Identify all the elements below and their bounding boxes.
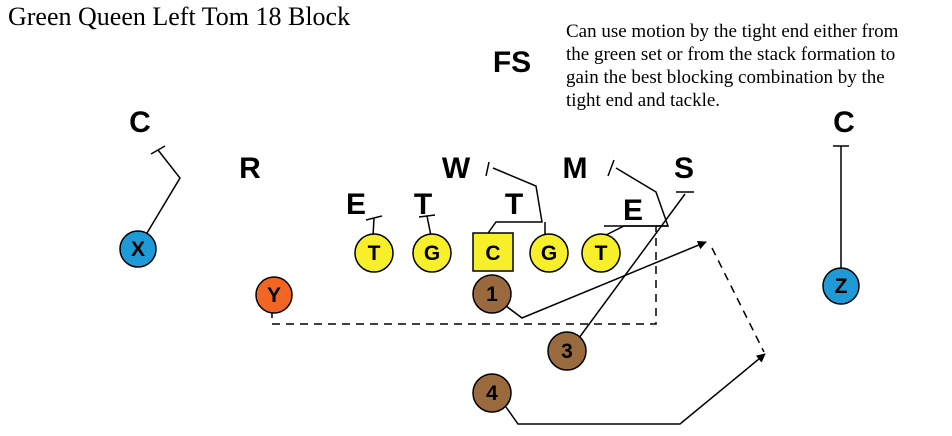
player-right-guard-label: G bbox=[541, 242, 557, 265]
player-z-label: Z bbox=[835, 275, 848, 298]
combo-block-line bbox=[485, 167, 543, 237]
coaching-note: Can use motion by the tight end either f… bbox=[566, 20, 950, 112]
player-right-tackle: T bbox=[581, 233, 621, 273]
player-right-guard: G bbox=[529, 233, 569, 273]
x-block-tee bbox=[150, 145, 166, 155]
note-line: the green set or from the stack formatio… bbox=[566, 44, 896, 65]
player-left-guard: G bbox=[412, 233, 452, 273]
y-motion-path bbox=[271, 226, 657, 325]
assignment-lines bbox=[137, 145, 849, 425]
defender-c-left: C bbox=[129, 106, 151, 139]
defender-w: W bbox=[442, 152, 471, 185]
lg-block-line bbox=[426, 215, 432, 237]
player-back-3-label: 3 bbox=[561, 340, 573, 363]
defender-t-right: T bbox=[505, 188, 523, 221]
player-x: X bbox=[119, 230, 157, 268]
defense-labels: C R FS W M S C E T T E bbox=[129, 46, 855, 227]
player-y: Y bbox=[255, 276, 293, 314]
defender-e-left: E bbox=[346, 188, 366, 221]
play-title: Green Queen Left Tom 18 Block bbox=[8, 2, 351, 31]
player-back-3: 3 bbox=[547, 331, 587, 371]
note-line: gain the best blocking combination by th… bbox=[566, 67, 885, 88]
player-left-tackle: T bbox=[354, 233, 394, 273]
lg-block-tee bbox=[418, 214, 436, 218]
dashed-route bbox=[711, 247, 765, 353]
defender-r: R bbox=[239, 152, 261, 185]
note-line: Can use motion by the tight end either f… bbox=[566, 21, 899, 42]
player-center-label: C bbox=[485, 242, 500, 265]
player-left-guard-label: G bbox=[424, 242, 440, 265]
player-left-tackle-label: T bbox=[368, 242, 381, 265]
player-back-1-label: 1 bbox=[486, 283, 498, 306]
lt-block-tee bbox=[365, 215, 383, 221]
player-back-4-label: 4 bbox=[486, 382, 498, 405]
player-x-label: X bbox=[131, 238, 145, 261]
defender-m: M bbox=[563, 152, 588, 185]
b4-route bbox=[505, 353, 766, 425]
player-y-label: Y bbox=[267, 284, 281, 307]
x-block-line bbox=[137, 149, 181, 249]
player-back-1: 1 bbox=[472, 274, 512, 314]
b3-route bbox=[575, 193, 686, 343]
player-back-4: 4 bbox=[472, 373, 512, 413]
player-z: Z bbox=[822, 267, 860, 305]
note-line: tight end and tackle. bbox=[566, 90, 721, 111]
defender-s: S bbox=[674, 152, 694, 185]
lt-block-line bbox=[372, 217, 375, 237]
offense-players: X Z Y T G C G bbox=[119, 230, 860, 413]
player-right-tackle-label: T bbox=[595, 242, 608, 265]
rt-block-tee bbox=[607, 159, 615, 177]
b1-route bbox=[505, 240, 707, 319]
defender-c-right: C bbox=[833, 106, 855, 139]
player-center: C bbox=[472, 232, 514, 272]
combo-block-tee bbox=[485, 161, 490, 177]
defender-fs: FS bbox=[493, 46, 531, 79]
defender-t-left: T bbox=[414, 188, 432, 221]
defender-e-right: E bbox=[623, 194, 643, 227]
